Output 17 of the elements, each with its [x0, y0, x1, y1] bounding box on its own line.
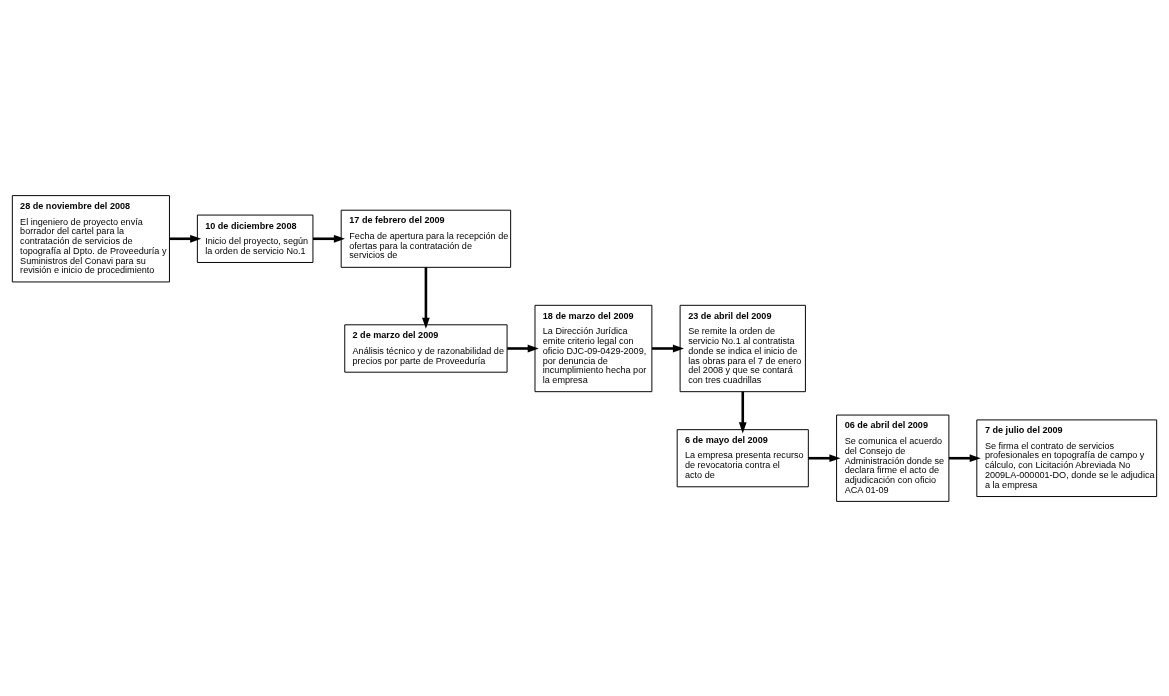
node-box: 18 de marzo del 2009 La Dirección Jurídica emite criterio legal con oficio DJC-09-0429-2009, por denuncia de incumplimiento hecha por la empresa: [534, 304, 653, 392]
arrow: [169, 234, 202, 243]
node-box: 6 de mayo del 2009 La empresa presenta recurso de revocatoria contra el acto de: [676, 428, 809, 487]
node-box: 06 de abril del 2009 Se comunica el acuerdo del Consejo de Administración donde se declara firme el acto de adjudicación con oficio ACA 01-09: [836, 414, 950, 502]
node-box: 28 de noviembre del 2008 El ingeniero de proyecto envía borrador del cartel para la contratación de servicios de topografía al Dpto. de Proveeduría y Suministros del Conavi para su revisión e inicio de procedimiento: [11, 194, 170, 282]
arrow: [422, 266, 430, 329]
node-box: 2 de marzo del 2009 Análisis técnico y de razonabilidad de precios por parte de Proveeduría: [344, 323, 508, 373]
arrow: [738, 391, 747, 433]
node-box: 7 de julio del 2009 Se firma el contrato de servicios profesionales en topografía de campo y cálculo, con Licitación Abreviada No 2009LA-000001-DO, donde se le adjudica a la empresa: [976, 418, 1158, 497]
arrow: [808, 453, 841, 462]
node-box: 23 de abril del 2009 Se remite la orden de servicio No.1 al contratista donde se indica el inicio de las obras para el 7 de enero del 2008 y que se contará con tres cuadrillas: [679, 304, 806, 392]
arrow: [949, 453, 981, 462]
node-box: 17 de febrero del 2009 Fecha de apertura para la recepción de ofertas para la contratación de servicios de: [340, 209, 512, 268]
arrow: [313, 234, 345, 243]
node-box: 10 de diciembre 2008 Inicio del proyecto, según la orden de servicio No.1: [196, 214, 314, 263]
arrow: [507, 344, 539, 352]
arrow: [652, 344, 684, 352]
